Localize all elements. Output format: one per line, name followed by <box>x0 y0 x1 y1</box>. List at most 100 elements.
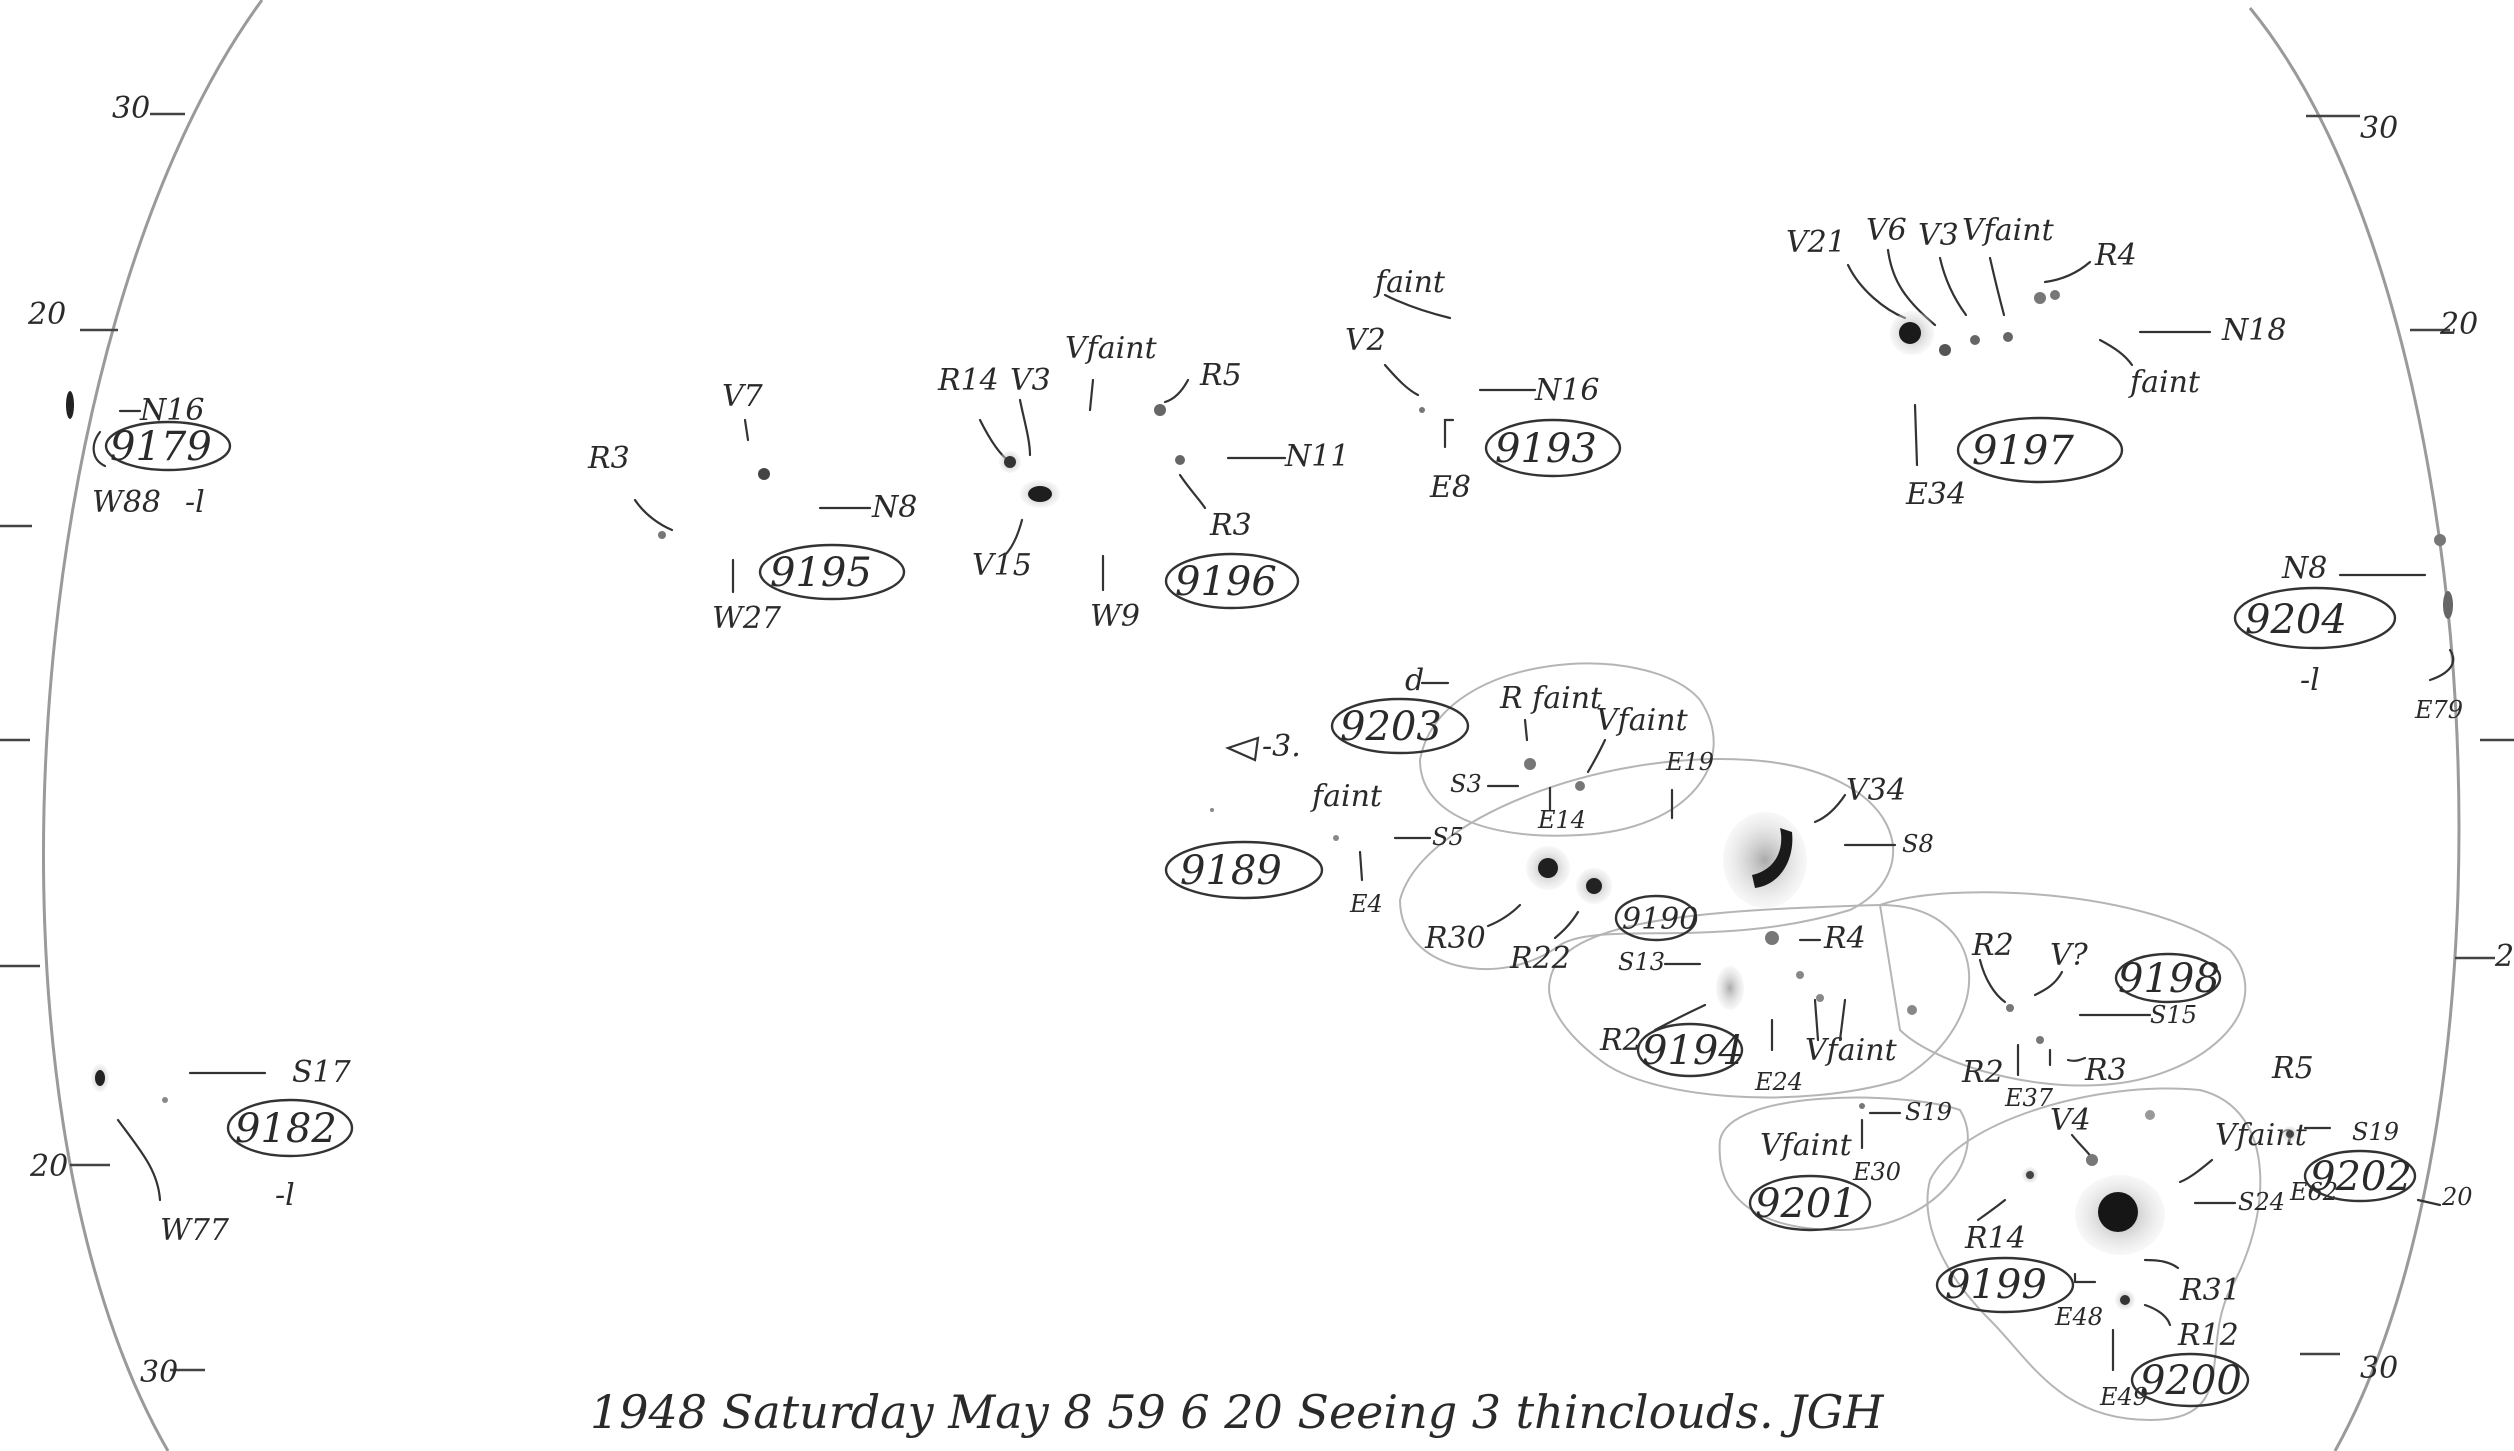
scale-label-right-20-top: 20 <box>2439 307 2478 342</box>
note: faint <box>2128 365 2201 400</box>
group-9193: faint V2 N16 E8 9193 <box>1345 265 1622 505</box>
group-9202: R5 S19 E62 9202 20 <box>2271 1051 2473 1211</box>
scale-label-left-30-top: 30 <box>112 91 150 126</box>
note: E4 <box>1349 890 1383 918</box>
note: S5 <box>1432 823 1464 851</box>
scale-label-left-20-top: 20 <box>27 297 66 332</box>
group-9194: S13 R4 R2 9194 E24 Vfaint <box>1599 921 1917 1096</box>
group-number: 9194 <box>1642 1028 1744 1074</box>
note: V2 <box>1345 323 1386 358</box>
group-9182: S17 9182 W77 -l <box>91 1055 354 1248</box>
group-9190: V34 S8 R30 R22 9190 <box>1424 773 1934 976</box>
note: E8 <box>1429 470 1471 505</box>
group-9195: R3 V7 N8 9195 W27 <box>587 379 917 636</box>
group-number: 9204 <box>2245 597 2347 643</box>
note: N8 <box>871 490 917 525</box>
note: E24 <box>1754 1068 1803 1096</box>
group-number: 9189 <box>1180 848 1282 894</box>
note: S24 <box>2238 1188 2285 1216</box>
group-9196: R14 V3 Vfaint R5 N11 R3 V15 W9 9196 <box>937 331 1349 634</box>
note: -3. <box>1262 729 1301 764</box>
note: N18 <box>2221 313 2286 348</box>
group-9204: N8 9204 -l E79 <box>2233 534 2463 724</box>
group-number: 9200 <box>2140 1358 2242 1404</box>
note: E49 <box>2099 1383 2148 1411</box>
group-9199: V4 Vfaint S24 R14 9199 E48 R31 <box>1935 1103 2308 1331</box>
group-number: 9195 <box>770 550 872 596</box>
group-number: 9182 <box>235 1106 337 1152</box>
note: S15 <box>2150 1001 2197 1029</box>
group-number: 9201 <box>1755 1181 1857 1227</box>
group-number: 9196 <box>1175 559 1277 605</box>
note: W77 <box>160 1213 230 1248</box>
group-9179: N16 9179 W88 -l <box>66 391 232 520</box>
note: R3 <box>1209 508 1252 543</box>
note: V34 <box>1846 773 1906 808</box>
note: R14 <box>937 363 999 398</box>
group-number: 9203 <box>1340 704 1442 750</box>
note: S19 <box>2352 1118 2399 1146</box>
group-number: 9193 <box>1495 426 1597 472</box>
note: N11 <box>1284 439 1349 474</box>
note: V15 <box>972 548 1032 583</box>
group-9189: faint S5 E4 9189 <box>1164 779 1464 918</box>
group-number: 9197 <box>1972 428 2074 474</box>
right-scale-ticks <box>2300 114 2514 1356</box>
note: d <box>1405 663 1424 698</box>
note: E14 <box>1537 806 1586 834</box>
note: R3 <box>587 441 630 476</box>
note: R2 <box>1961 1055 2004 1090</box>
group-number: 9198 <box>2118 956 2220 1002</box>
group-9198: R2 V? 9198 S15 R2 E37 R3 <box>1961 928 2222 1112</box>
note: W9 <box>1090 599 1140 634</box>
note: V4 <box>2050 1103 2091 1138</box>
note: R2 <box>1599 1023 1642 1058</box>
note: Vfaint <box>1065 331 1158 366</box>
group-number: 9199 <box>1945 1262 2047 1308</box>
note: S17 <box>292 1055 352 1090</box>
region-outlines <box>1398 662 2262 1422</box>
note: E48 <box>2054 1303 2103 1331</box>
group-9197: V21 V6 V3 Vfaint R4 N18 faint E34 9197 <box>1786 213 2286 512</box>
note: E34 <box>1905 477 1966 512</box>
note: Vfaint <box>1596 703 1689 738</box>
note: R2 <box>1971 928 2014 963</box>
group-9200: R12 E49 9200 <box>2099 1290 2250 1411</box>
note: V3 <box>1010 363 1051 398</box>
group-number: 9179 <box>110 424 212 470</box>
note: W88 <box>92 485 161 520</box>
note: 20 <box>2441 1183 2473 1211</box>
scale-label-right-30-top: 30 <box>2360 111 2398 146</box>
note: E37 <box>2004 1084 2054 1112</box>
note: -l <box>2300 663 2320 698</box>
note: S3 <box>1450 770 1482 798</box>
note: V? <box>2050 938 2089 973</box>
note: E19 <box>1665 748 1714 776</box>
note: R3 <box>2084 1053 2127 1088</box>
note: R4 <box>2094 238 2137 273</box>
note: -l <box>275 1178 295 1213</box>
group-9203: d 9203 -3. R faint Vfaint S3 E14 E19 <box>1224 663 1714 834</box>
note: S19 <box>1905 1098 1952 1126</box>
group-9201: Vfaint S19 E30 9201 <box>1748 1098 1952 1232</box>
note: R faint <box>1499 681 1603 716</box>
observation-caption: 1948 Saturday May 8 59 6 20 Seeing 3 thi… <box>590 1385 1884 1439</box>
left-scale-ticks <box>0 112 205 1372</box>
note: R14 <box>1964 1221 2026 1256</box>
note: R12 <box>2177 1318 2239 1353</box>
note: Vfaint <box>1962 213 2055 248</box>
scale-label-right-30-bottom: 30 <box>2360 1351 2398 1386</box>
note: V7 <box>722 379 764 414</box>
note: V3 <box>1918 218 1959 253</box>
group-number: 9202 <box>2310 1154 2412 1200</box>
note: Vfaint <box>1760 1128 1853 1163</box>
note: R30 <box>1424 921 1486 956</box>
note: Vfaint <box>1805 1033 1898 1068</box>
note: R4 <box>1823 921 1866 956</box>
note: -l <box>185 485 205 520</box>
note: R22 <box>1509 941 1571 976</box>
scale-label-right-20-bottom: 20 <box>2494 939 2514 974</box>
note: N8 <box>2281 551 2327 586</box>
note: V21 <box>1786 225 1846 260</box>
